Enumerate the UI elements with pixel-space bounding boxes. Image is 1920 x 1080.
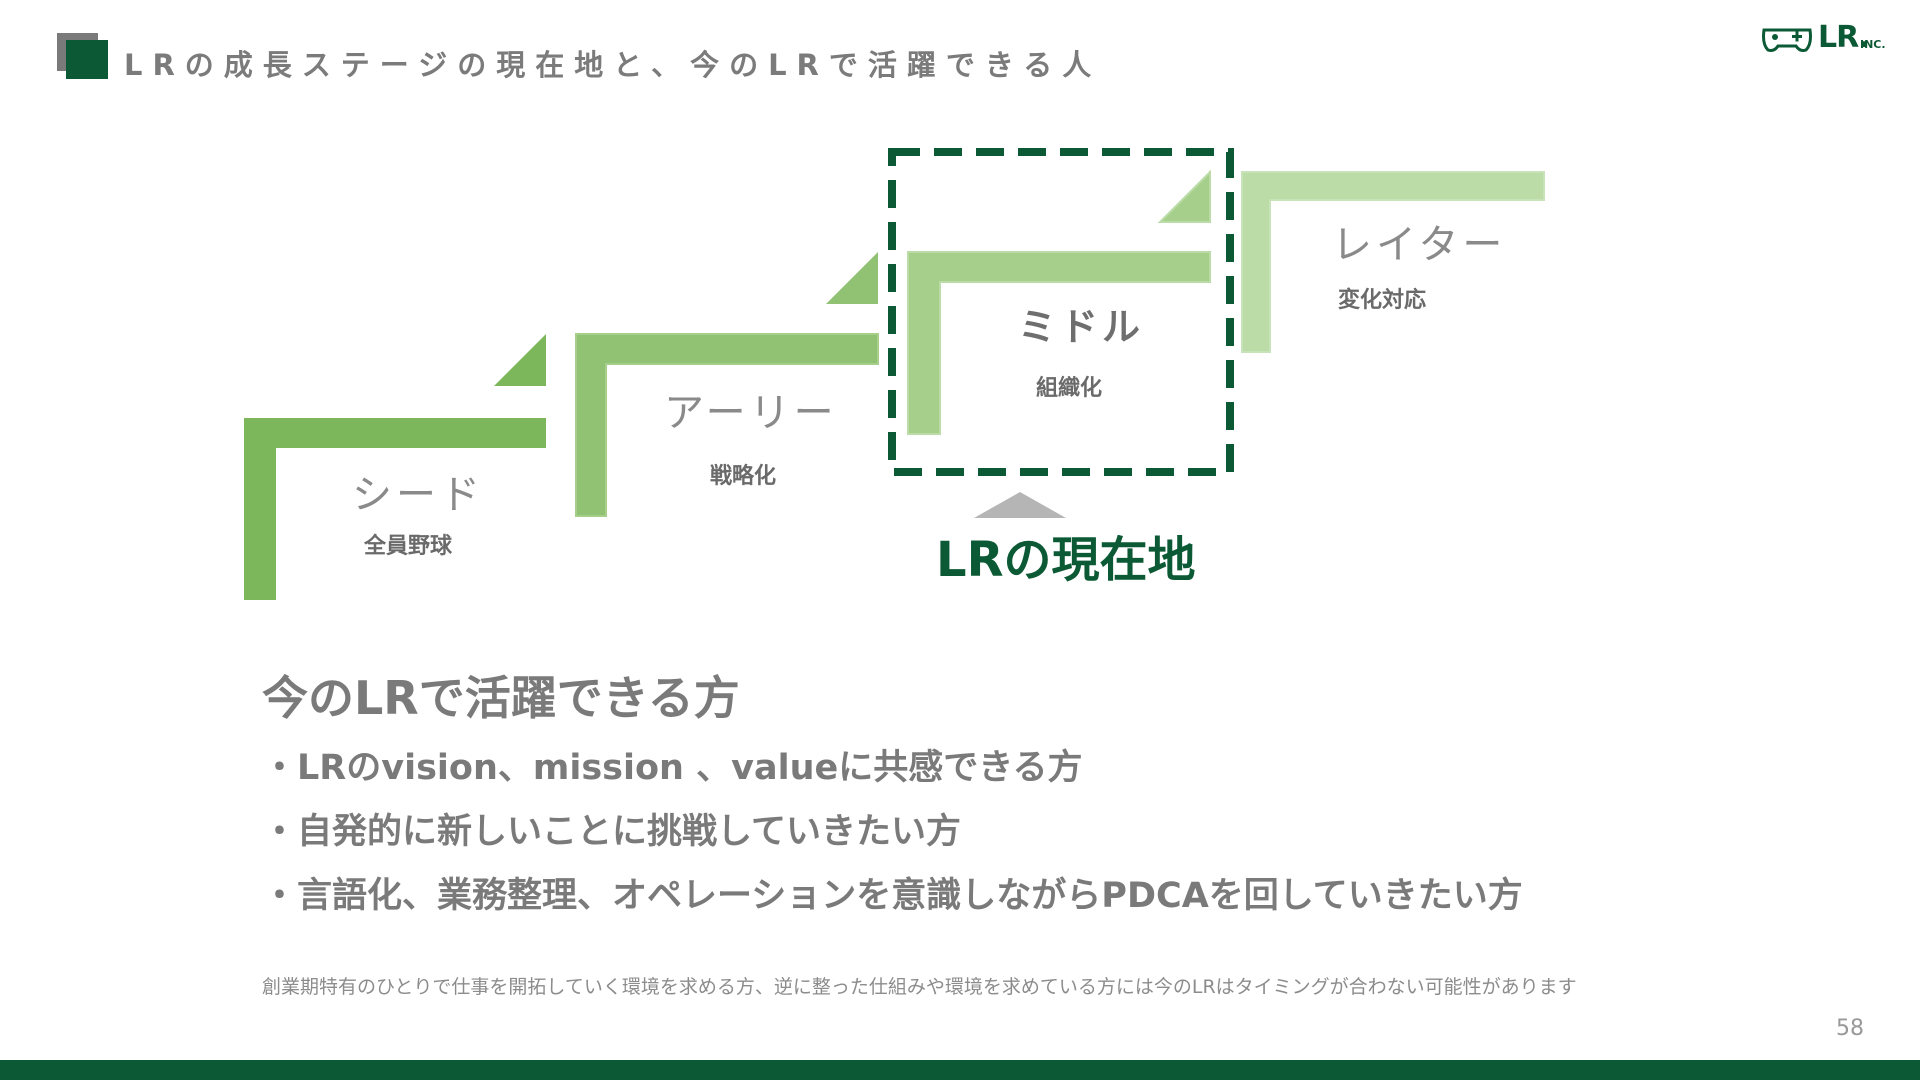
- lr-logo-icon: [1762, 28, 1812, 52]
- bullet-item: ・言語化、業務整理、オペレーションを意識しながらPDCAを回していきたい方: [262, 876, 1523, 916]
- bullet-list: ・LRのvision、mission 、valueに共感できる方 ・自発的に新し…: [262, 742, 1523, 934]
- page-number: 58: [1836, 1016, 1864, 1041]
- stage-arrowhead-seed: [494, 334, 546, 386]
- footnote: 創業期特有のひとりで仕事を開拓していく環境を求める方、逆に整った仕組みや環境を求…: [262, 976, 1577, 998]
- stage-sub-seed: 全員野球: [364, 534, 453, 559]
- stage-step-later: [1241, 171, 1545, 353]
- title-mark-icon: [57, 33, 117, 83]
- stage-step-early: [575, 333, 879, 517]
- stage-step-seed: [244, 418, 546, 600]
- bullet-item: ・LRのvision、mission 、valueに共感できる方: [262, 748, 1083, 788]
- logo-sub-text: INC.: [1860, 38, 1886, 51]
- stage-arrowhead-early: [826, 252, 878, 304]
- current-stage-highlight: [888, 148, 1234, 476]
- stage-sub-early: 戦略化: [710, 464, 777, 489]
- growth-stage-diagram: [244, 148, 1545, 600]
- bottom-bar: [0, 1060, 1920, 1080]
- section-title: 今のLRで活躍できる方: [262, 671, 740, 725]
- bullet-item: ・自発的に新しいことに挑戦していきたい方: [262, 812, 961, 852]
- stage-sub-middle: 組織化: [1036, 376, 1103, 401]
- slide-title: LRの成長ステージの現在地と、今のLRで活躍できる人: [124, 48, 1102, 82]
- stage-label-seed: シード: [352, 472, 484, 518]
- stage-arrowhead-middle: [1157, 169, 1211, 223]
- stage-label-early: アーリー: [664, 390, 838, 436]
- title-mark-front: [66, 40, 108, 79]
- stage-sub-later: 変化対応: [1338, 288, 1427, 313]
- stage-label-later: レイター: [1332, 222, 1507, 268]
- stage-label-middle: ミドル: [1018, 305, 1145, 349]
- current-stage-pointer-icon: [974, 492, 1066, 518]
- stage-step-middle: [907, 251, 1211, 435]
- logo-text: LR.: [1818, 20, 1870, 55]
- current-position-label: LRの現在地: [936, 532, 1196, 588]
